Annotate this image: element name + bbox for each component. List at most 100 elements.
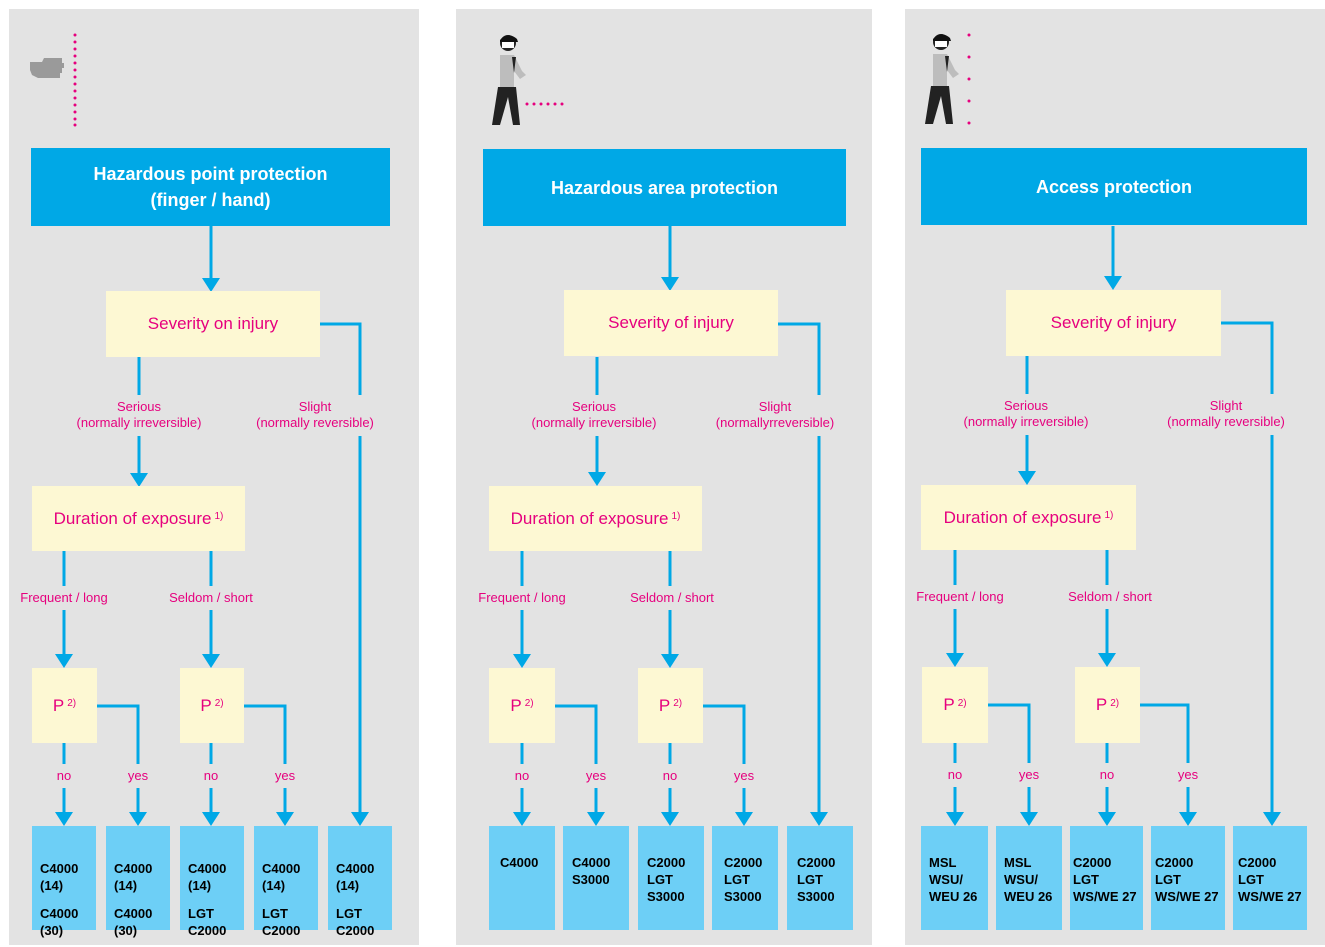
seldom-label: Seldom / short: [1068, 589, 1152, 604]
slight-label: Slight (normally reversible): [240, 399, 390, 431]
yes-label: yes: [585, 768, 607, 783]
frequent-label: Frequent / long: [20, 590, 108, 605]
no-label: no: [203, 768, 219, 783]
severity-box: Severity of injury: [1006, 290, 1221, 356]
title-point-protection: Hazardous point protection (finger / han…: [31, 148, 390, 226]
yes-label: yes: [127, 768, 149, 783]
result-box: C4000 (14) LGT C2000: [254, 826, 318, 938]
title-area-protection: Hazardous area protection: [483, 149, 846, 226]
result-primary: C4000 (14): [40, 861, 79, 893]
serious-l2: (normally irreversible): [531, 415, 657, 430]
serious-l2: (normally irreversible): [963, 414, 1089, 429]
serious-l2: (normally irreversible): [76, 415, 202, 430]
duration-note: 1): [1104, 510, 1114, 521]
p-note: 2): [214, 698, 224, 709]
duration-note: 1): [214, 511, 224, 522]
p-label: P: [943, 695, 955, 714]
serious-l1: Serious: [1003, 398, 1049, 413]
slight-l2: (normally reversible): [256, 415, 374, 430]
serious-label: Serious (normally irreversible): [951, 398, 1101, 430]
duration-note: 1): [671, 511, 681, 522]
p-label: P: [200, 695, 212, 715]
yes-label: yes: [1018, 767, 1040, 782]
result-primary: C4000 (14): [114, 861, 153, 893]
result-box: C2000 LGT WS/WE 27: [1233, 826, 1307, 930]
slight-l1: Slight: [1209, 398, 1243, 413]
frequent-label: Frequent / long: [478, 590, 566, 605]
serious-l1: Serious: [571, 399, 617, 414]
result-primary: C4000 (14): [336, 861, 375, 893]
no-label: no: [662, 768, 678, 783]
p-note: 2): [67, 698, 77, 709]
result-secondary: C4000 (30): [40, 906, 79, 938]
p-label: P: [1095, 695, 1108, 714]
slight-l1: Slight: [298, 399, 332, 414]
yes-label: yes: [274, 768, 296, 783]
result-box: C4000: [489, 826, 555, 930]
seldom-label: Seldom / short: [630, 590, 714, 605]
duration-label: Duration of exposure: [53, 508, 212, 528]
result-box: C2000 LGT S3000: [712, 826, 778, 930]
p-label: P: [658, 695, 671, 715]
result-box: C2000 LGT S3000: [787, 826, 853, 930]
yes-label: yes: [733, 768, 755, 783]
no-label: no: [514, 768, 530, 783]
result-secondary: LGT C2000: [262, 906, 301, 938]
result-box: C4000 (14) C4000 (30): [32, 826, 96, 938]
seldom-label: Seldom / short: [169, 590, 253, 605]
result-primary: C4000 (14): [188, 861, 227, 893]
worker-icon: [925, 34, 959, 124]
slight-label: Slight (normally reversible): [1151, 398, 1301, 430]
p-note: 2): [524, 698, 534, 709]
result-box: C4000 (14)LGT C2000: [180, 826, 244, 938]
duration-label: Duration of exposure: [510, 508, 669, 528]
dotted-light-beam: [525, 102, 564, 106]
result-box: C2000 LGT WS/WE 27: [1151, 826, 1225, 930]
duration-label: Duration of exposure: [943, 507, 1102, 527]
result-primary: C4000 (14): [262, 861, 301, 893]
yes-label: yes: [1177, 767, 1199, 782]
worker-icon: [492, 35, 526, 125]
p-note: 2): [673, 698, 683, 709]
hand-icon: [30, 58, 64, 78]
dotted-light-curtain: [73, 33, 77, 127]
slight-label: Slight (normallyrreversible): [700, 399, 850, 431]
title-access-protection: Access protection: [921, 148, 1307, 225]
result-box: C4000 (14) C4000 (30): [106, 826, 170, 938]
serious-label: Serious (normally irreversible): [519, 399, 669, 431]
result-secondary: C4000 (30): [114, 906, 153, 938]
title-line1: Hazardous point protection: [93, 164, 328, 184]
title-line1: Access protection: [1035, 176, 1193, 197]
slight-l1: Slight: [758, 399, 792, 414]
slight-l2: (normallyrreversible): [715, 415, 835, 430]
title-line1: Hazardous area protection: [550, 177, 779, 198]
result-box: C4000 (14) LGT C2000: [328, 826, 392, 938]
no-label: no: [947, 767, 963, 782]
severity-box: Severity of injury: [564, 290, 778, 356]
result-box: C2000 LGT WS/WE 27: [1070, 826, 1143, 930]
serious-label: Serious (normally irreversible): [64, 399, 214, 431]
p-label: P: [52, 695, 65, 715]
frequent-label: Frequent / long: [916, 589, 1004, 604]
result-box: C2000 LGT S3000: [638, 826, 704, 930]
result-box: C4000 S3000: [563, 826, 629, 930]
p-note: 2): [1110, 697, 1120, 709]
result-box: MSL WSU/ WEU 26: [921, 826, 988, 930]
severity-box: Severity on injury: [106, 291, 320, 357]
result-box: MSL WSU/ WEU 26: [996, 826, 1062, 930]
result-secondary: LGT C2000: [336, 906, 375, 938]
dotted-light-grid: [967, 33, 971, 125]
p-label: P: [510, 695, 522, 715]
p-note: 2): [957, 697, 967, 709]
slight-l2: (normally reversible): [1167, 414, 1285, 429]
